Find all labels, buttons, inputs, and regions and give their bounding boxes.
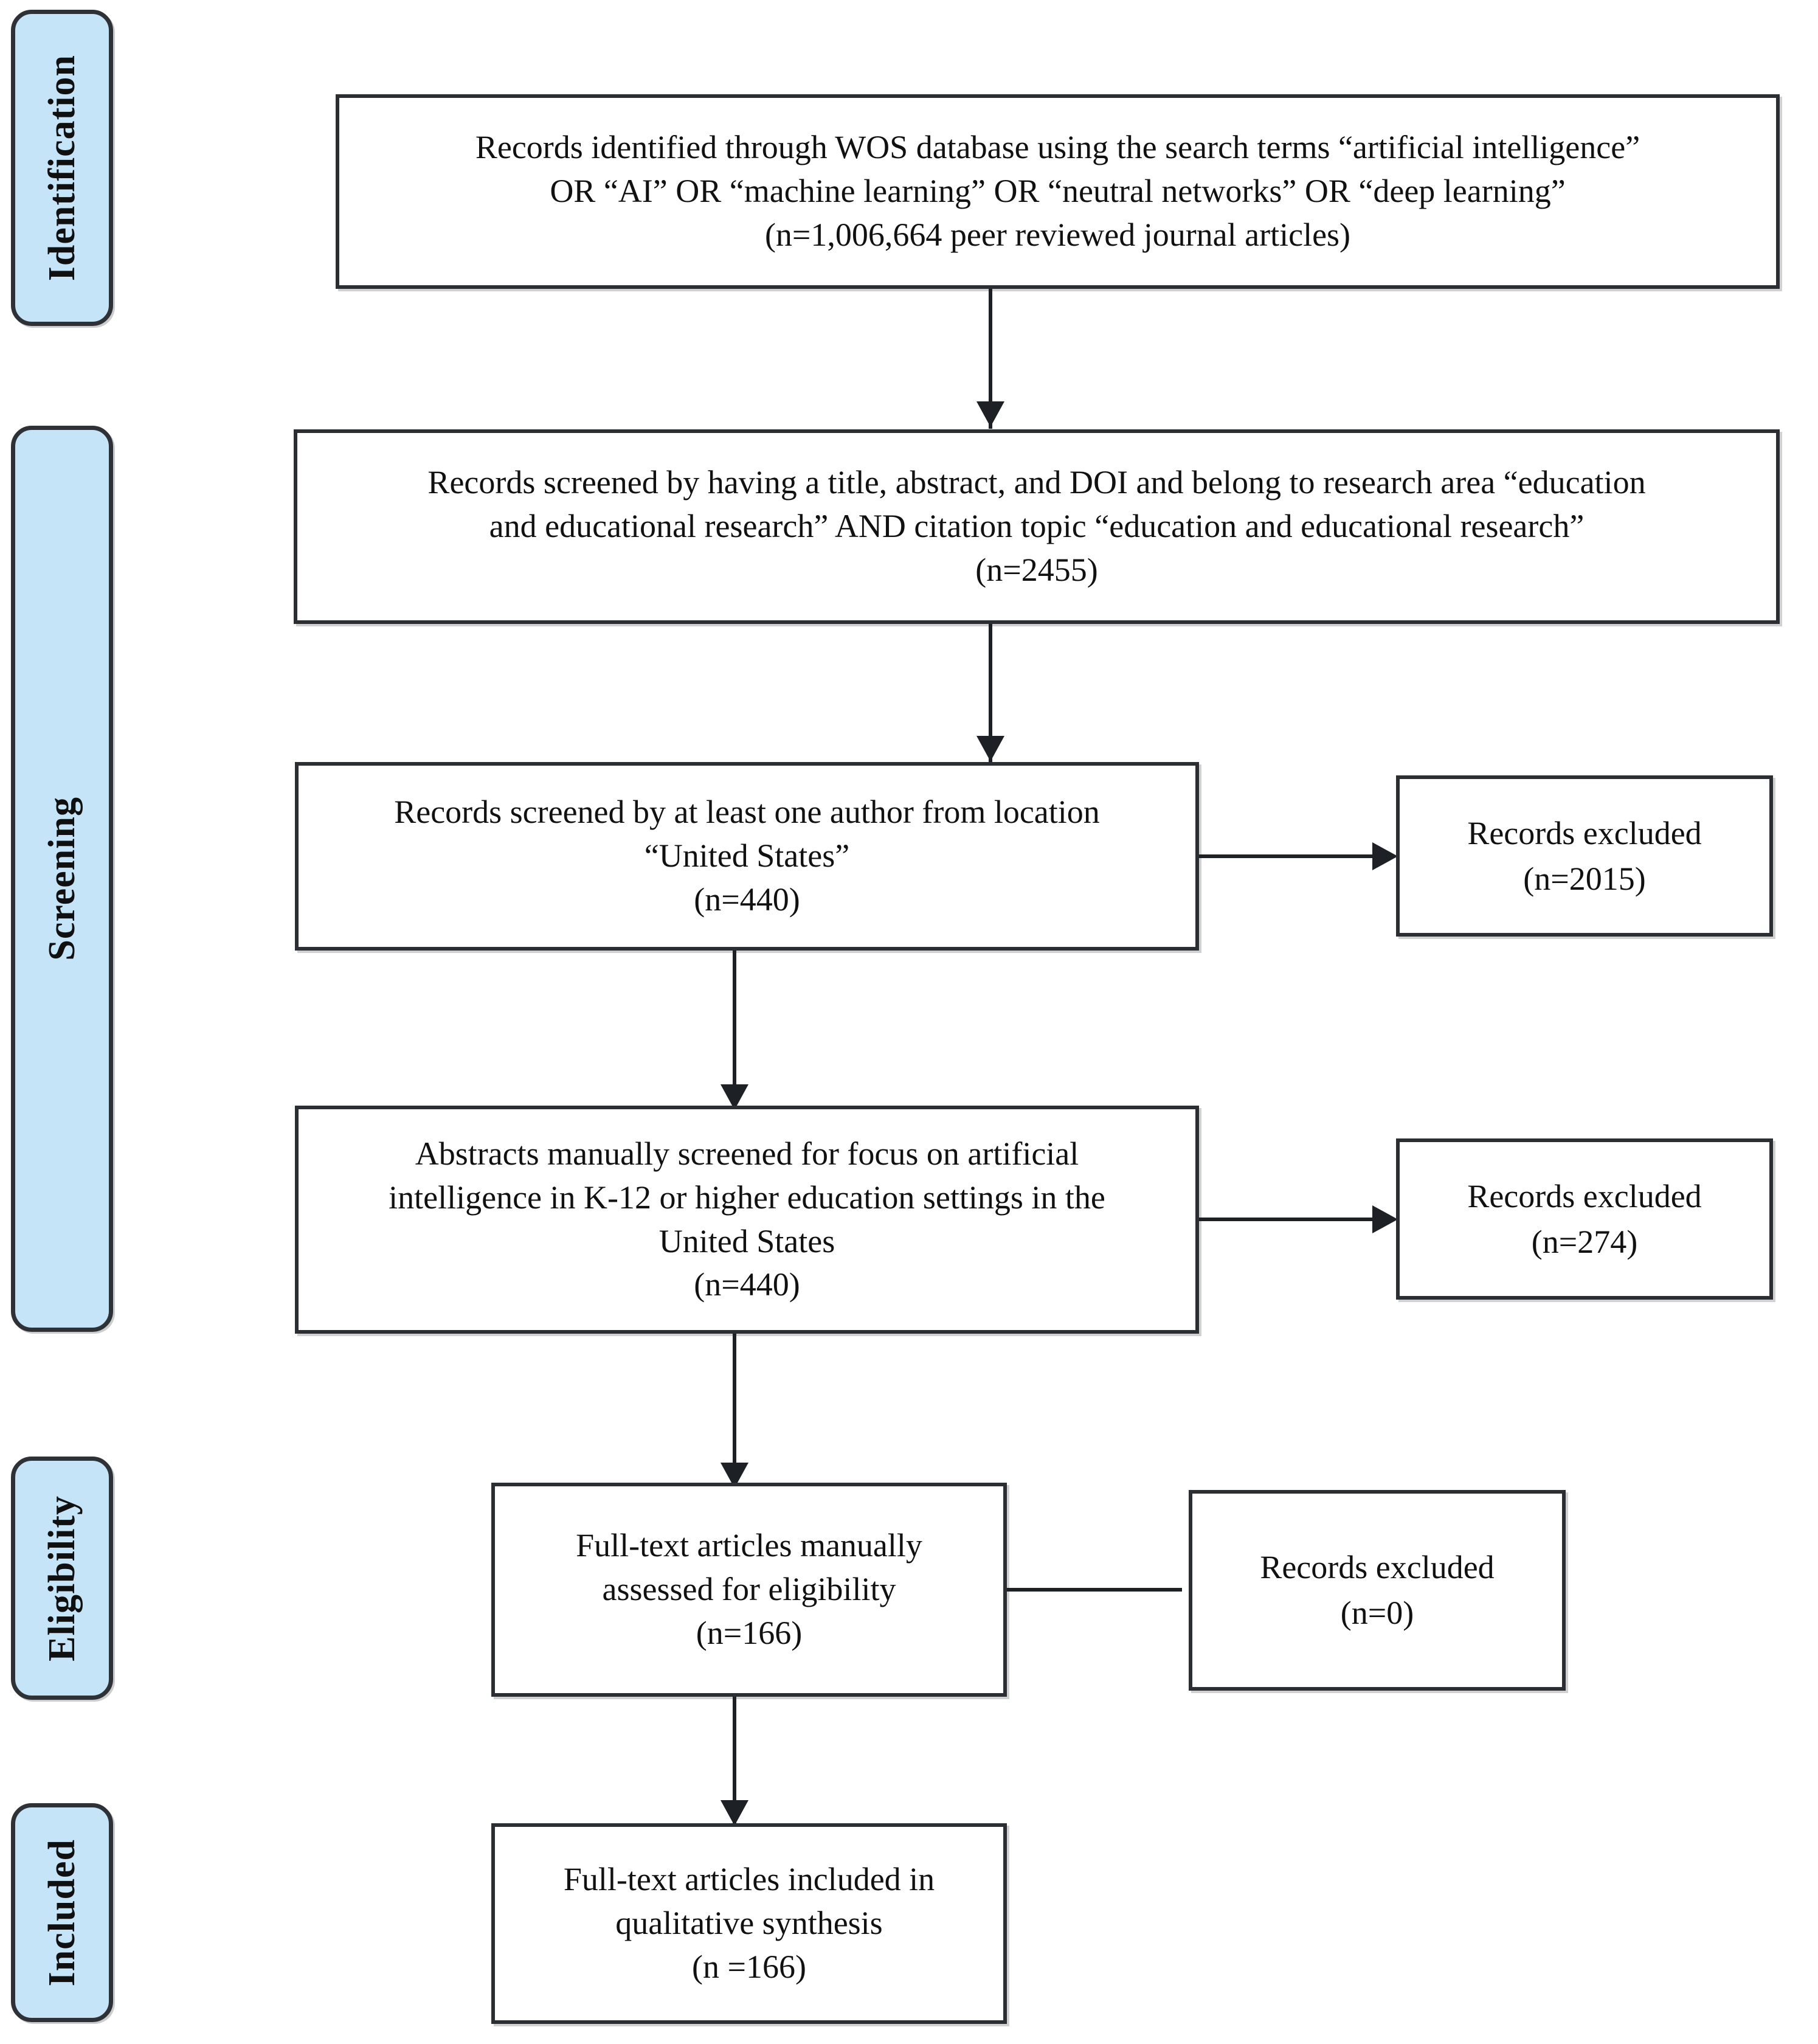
connector-abstracts-to-fulltext: [733, 1334, 736, 1487]
box-fulltext-included: Full-text articles included in qualitati…: [491, 1823, 1007, 2024]
connector-location-to-abstracts: [733, 951, 736, 1110]
box-records-excluded-274: Records excluded (n=274): [1396, 1138, 1773, 1300]
arrowhead-fulltext-to-included: [721, 1800, 748, 1826]
connector-abstracts-to-excluded-274: [1199, 1218, 1381, 1221]
arrowhead-abstracts-to-excluded-274: [1372, 1205, 1398, 1233]
box-records-screened-metadata: Records screened by having a title, abst…: [294, 429, 1780, 624]
stage-label-included: Included: [11, 1803, 113, 2022]
box-records-screened-metadata-text: Records screened by having a title, abst…: [427, 464, 1646, 588]
connector-location-to-excluded-2015: [1199, 854, 1381, 858]
box-records-identified-text: Records identified through WOS database …: [475, 129, 1640, 253]
connector-fulltext-to-excluded-0: [1007, 1588, 1182, 1592]
box-abstracts-screened-text: Abstracts manually screened for focus on…: [389, 1135, 1105, 1303]
stage-label-included-text: Included: [41, 1838, 83, 1987]
connector-screened-to-location: [989, 624, 992, 763]
box-records-excluded-2015-text: Records excluded (n=2015): [1467, 814, 1702, 897]
arrowhead-screened-to-location: [976, 736, 1004, 761]
stage-label-screening: Screening: [11, 426, 113, 1332]
box-fulltext-included-text: Full-text articles included in qualitati…: [563, 1861, 935, 1985]
stage-label-identification-text: Identification: [41, 54, 83, 282]
box-records-excluded-0: Records excluded (n=0): [1189, 1490, 1566, 1691]
box-records-excluded-2015: Records excluded (n=2015): [1396, 775, 1773, 937]
stage-label-eligibility: Eligibility: [11, 1457, 113, 1700]
box-fulltext-assessed-text: Full-text articles manually assessed for…: [576, 1527, 922, 1651]
box-records-identified: Records identified through WOS database …: [336, 94, 1780, 289]
box-records-excluded-0-text: Records excluded (n=0): [1260, 1549, 1495, 1631]
arrowhead-identified-to-screened: [976, 401, 1004, 427]
arrowhead-location-to-excluded-2015: [1372, 842, 1398, 870]
stage-label-screening-text: Screening: [41, 797, 83, 961]
stage-label-identification: Identification: [11, 10, 113, 326]
stage-label-eligibility-text: Eligibility: [41, 1495, 83, 1661]
connector-fulltext-to-included: [733, 1697, 736, 1824]
box-records-excluded-274-text: Records excluded (n=274): [1467, 1177, 1702, 1260]
connector-identified-to-screened: [989, 289, 992, 429]
box-records-screened-location: Records screened by at least one author …: [295, 762, 1199, 951]
box-abstracts-screened: Abstracts manually screened for focus on…: [295, 1106, 1199, 1334]
box-records-screened-location-text: Records screened by at least one author …: [394, 794, 1100, 918]
box-fulltext-assessed: Full-text articles manually assessed for…: [491, 1483, 1007, 1697]
